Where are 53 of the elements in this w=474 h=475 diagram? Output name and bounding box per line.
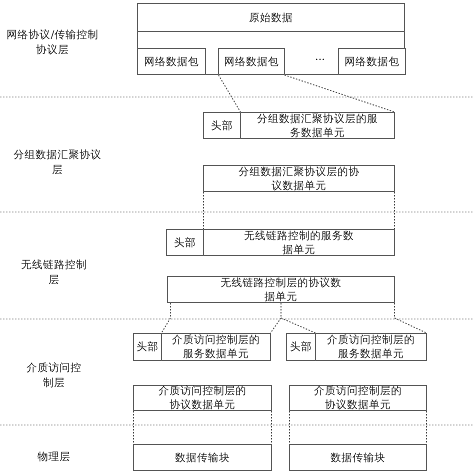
- packet-box: [218, 48, 285, 75]
- header-box: [133, 333, 162, 361]
- packet-box: [338, 48, 406, 75]
- unit-label: 数据传输块: [174, 450, 231, 464]
- connector-line: [284, 74, 395, 112]
- connector-line: [289, 410, 290, 444]
- data-unit-box: [203, 229, 395, 256]
- header-box: [203, 112, 241, 139]
- connector-line: [394, 302, 427, 334]
- ellipsis: ···: [314, 53, 326, 68]
- connector-line: [426, 410, 427, 444]
- layer-label: 介质访问控制层: [26, 361, 82, 391]
- header-box: [286, 333, 316, 361]
- data-unit-box: [289, 385, 427, 411]
- packet-box: [137, 48, 206, 75]
- data-unit-box: [133, 385, 272, 411]
- connector-line: [218, 74, 241, 112]
- data-unit-box: [240, 112, 395, 139]
- unit-label: 头部: [136, 340, 160, 354]
- unit-label: 头部: [289, 340, 313, 354]
- connector-line: [203, 192, 204, 230]
- unit-label: 原始数据: [138, 4, 404, 32]
- connector-line: [161, 302, 171, 334]
- connector-line: [394, 192, 395, 230]
- unit-label: 介质访问控制层的服务数据单元: [326, 333, 416, 361]
- unit-label: 介质访问控制层的协议数据单元: [313, 384, 403, 412]
- layer-label: 物理层: [36, 450, 72, 465]
- transport-block-box: [133, 444, 272, 471]
- data-unit-box: [167, 276, 395, 303]
- header-box: [166, 229, 204, 256]
- connector-line: [271, 410, 272, 444]
- unit-label: 介质访问控制层的协议数据单元: [158, 384, 248, 412]
- unit-label: 网络数据包: [143, 54, 200, 68]
- unit-label: 网络数据包: [223, 54, 280, 68]
- layer-label: 分组数据汇聚协议层: [12, 148, 102, 178]
- unit-label: 无线链路控制的服务数据单元: [243, 228, 355, 256]
- connector-line: [133, 410, 134, 444]
- layer-label: 无线链路控制层: [20, 258, 88, 288]
- data-unit-box: [203, 165, 395, 192]
- unit-label: 分组数据汇聚协议层的服务数据单元: [256, 112, 379, 140]
- unit-label: 无线链路控制层的协议数据单元: [220, 276, 342, 304]
- unit-label: 分组数据汇聚协议层的协议数据单元: [238, 164, 360, 192]
- data-frame: [137, 3, 405, 75]
- transport-block-box: [289, 444, 427, 471]
- data-unit-box: [161, 333, 271, 361]
- connector-line: [280, 302, 316, 334]
- unit-label: 数据传输块: [330, 450, 386, 464]
- unit-label: 网络数据包: [344, 54, 400, 68]
- layer-label: 网络协议/传输控制协议层: [6, 28, 100, 58]
- unit-label: 头部: [210, 118, 234, 132]
- unit-label: 头部: [173, 236, 197, 250]
- unit-label: 介质访问控制层的服务数据单元: [171, 333, 261, 361]
- data-unit-box: [315, 333, 427, 361]
